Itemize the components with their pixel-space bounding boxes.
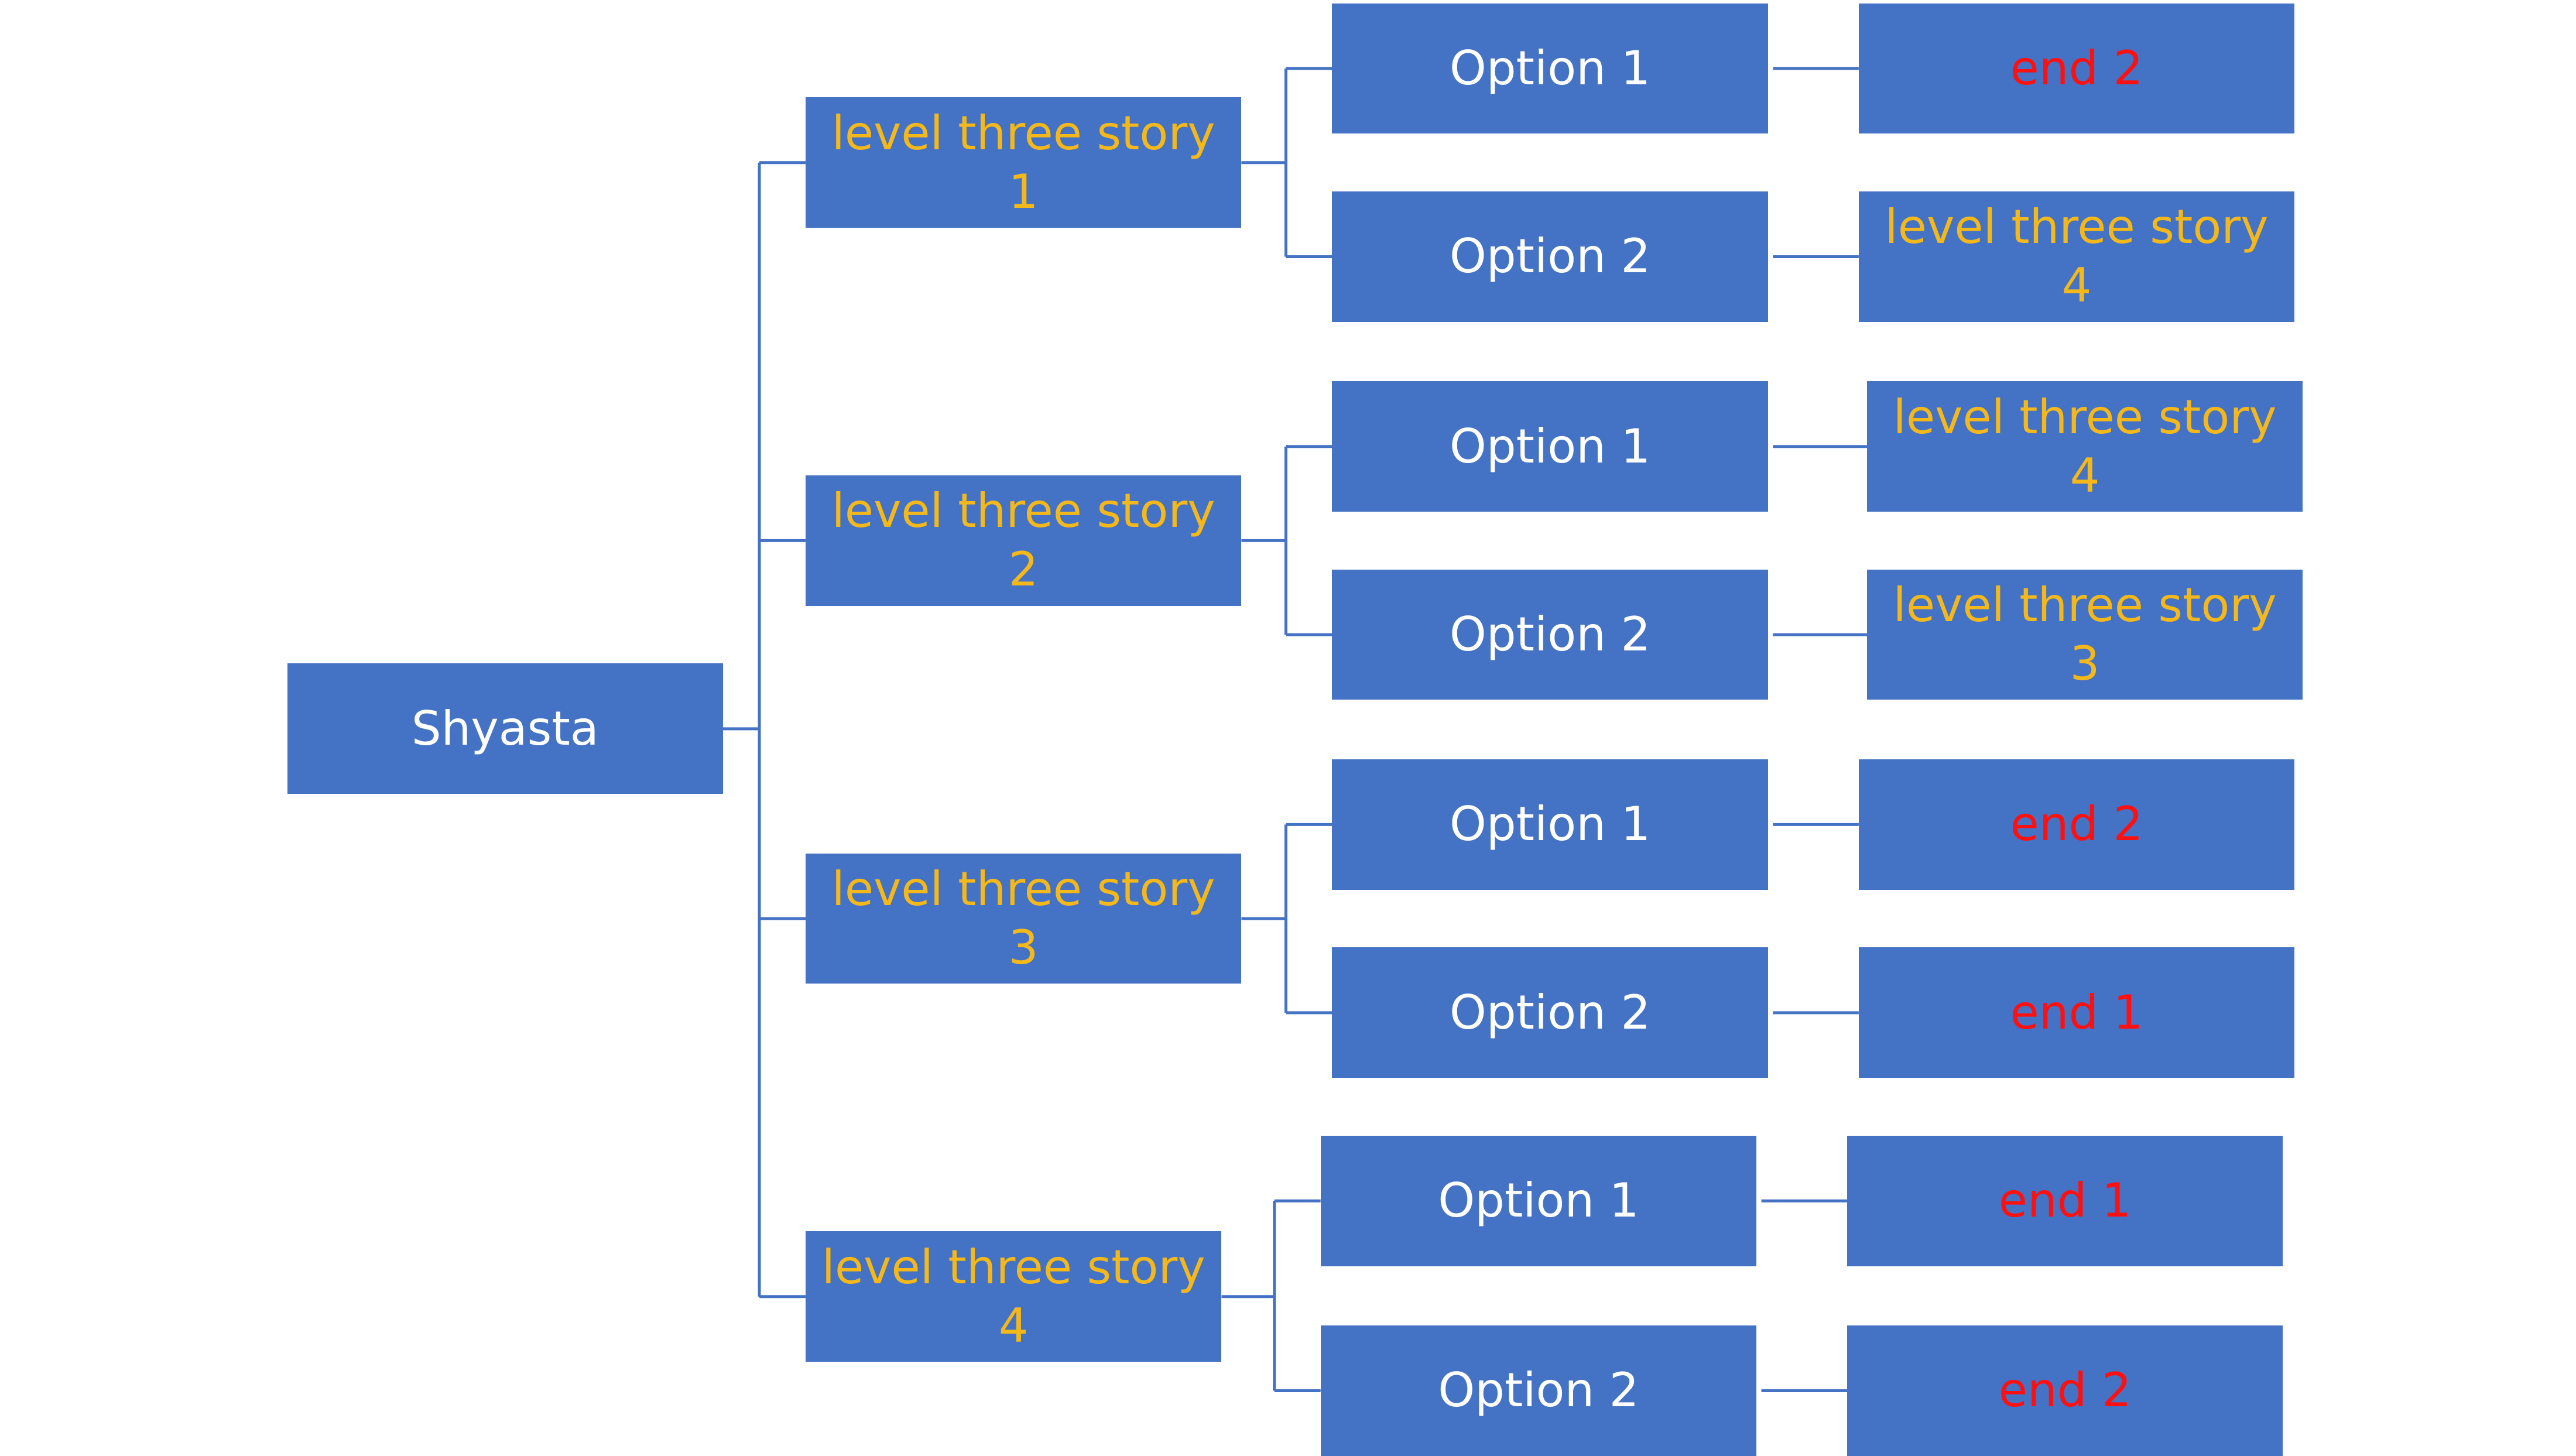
branch-node-1: level three story 1 xyxy=(805,97,1242,228)
option-label: Option 2 xyxy=(1449,229,1651,284)
outcome-node: end 2 xyxy=(1847,1325,2283,1456)
outcome-node: end 1 xyxy=(1847,1135,2283,1266)
outcome-label: level three story 3 xyxy=(1893,578,2277,691)
outcome-node: level three story 4 xyxy=(1858,191,2295,322)
option-label: Option 2 xyxy=(1449,607,1651,662)
branch-label: level three story 3 xyxy=(831,862,1215,975)
option-node: Option 1 xyxy=(1332,759,1768,890)
outcome-node: level three story 3 xyxy=(1866,569,2303,700)
branch-node-2: level three story 2 xyxy=(805,475,1242,606)
option-label: Option 2 xyxy=(1449,985,1651,1040)
outcome-label: end 2 xyxy=(1998,1363,2132,1418)
outcome-label: end 2 xyxy=(2010,40,2143,95)
option-node: Option 1 xyxy=(1332,3,1768,134)
option-node: Option 2 xyxy=(1332,569,1768,700)
option-node: Option 1 xyxy=(1332,381,1768,512)
outcome-label: level three story 4 xyxy=(1893,389,2277,503)
branch-label: level three story 1 xyxy=(831,105,1215,219)
outcome-label: level three story 4 xyxy=(1885,200,2269,313)
option-node: Option 2 xyxy=(1320,1325,1757,1456)
branch-label: level three story 4 xyxy=(821,1239,1205,1353)
root-label: Shyasta xyxy=(411,701,599,756)
outcome-node: level three story 4 xyxy=(1866,381,2303,512)
option-node: Option 1 xyxy=(1320,1135,1757,1266)
option-label: Option 1 xyxy=(1438,1173,1639,1228)
option-node: Option 2 xyxy=(1332,191,1768,322)
root-node: Shyasta xyxy=(287,663,723,794)
option-label: Option 1 xyxy=(1449,797,1651,852)
outcome-label: end 1 xyxy=(1998,1173,2132,1228)
option-label: Option 1 xyxy=(1449,40,1651,95)
outcome-node: end 1 xyxy=(1858,947,2295,1078)
option-label: Option 2 xyxy=(1438,1363,1639,1418)
outcome-node: end 2 xyxy=(1858,759,2295,890)
outcome-label: end 2 xyxy=(2010,797,2143,852)
branch-node-3: level three story 3 xyxy=(805,853,1242,984)
option-label: Option 1 xyxy=(1449,419,1651,474)
outcome-node: end 2 xyxy=(1858,3,2295,134)
branch-label: level three story 2 xyxy=(831,484,1215,597)
option-node: Option 2 xyxy=(1332,947,1768,1078)
branch-node-4: level three story 4 xyxy=(805,1231,1222,1362)
outcome-label: end 1 xyxy=(2010,985,2143,1040)
